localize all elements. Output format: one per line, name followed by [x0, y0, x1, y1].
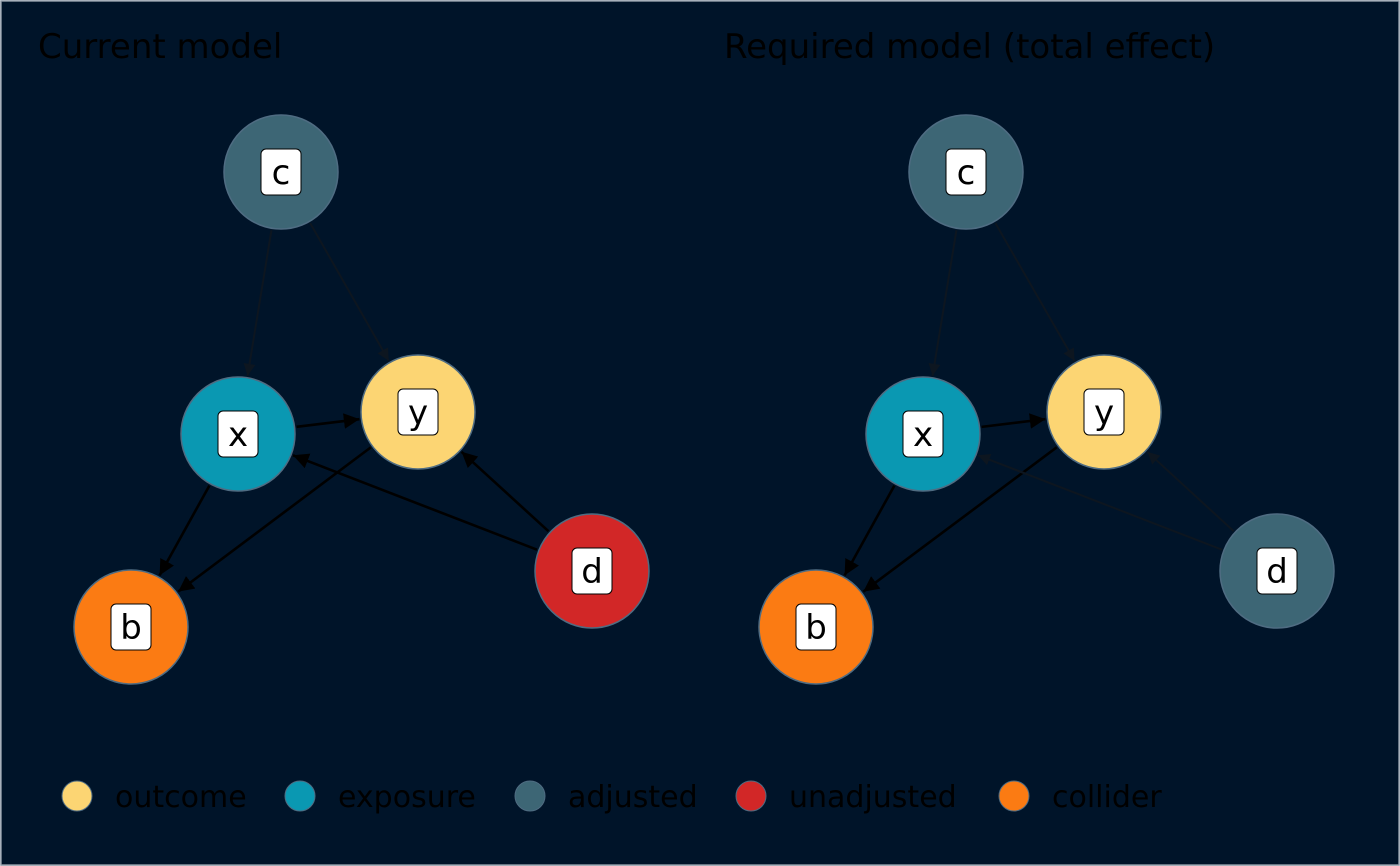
- panel-current-model: Current model c x y d b: [38, 27, 650, 685]
- node-d: d: [534, 513, 650, 629]
- edge-x-to-y: [981, 413, 1046, 429]
- legend-label-exposure: exposure: [338, 780, 476, 815]
- node-label-box-y: [1083, 388, 1125, 436]
- edge-d-to-y: [460, 450, 550, 533]
- node-label-d: d: [581, 552, 603, 592]
- edge-c-to-y: [994, 222, 1076, 362]
- legend-item-adjusted: adjusted: [514, 780, 698, 815]
- legend-item-outcome: outcome: [61, 780, 247, 815]
- node-b: b: [73, 569, 189, 685]
- legend-item-exposure: exposure: [284, 780, 476, 815]
- nodes-current-model: c x y d b: [73, 114, 650, 685]
- legend-swatch-outcome: [61, 780, 93, 812]
- node-label-x: x: [228, 415, 248, 455]
- node-label-y: y: [408, 393, 428, 433]
- node-label-c: c: [957, 153, 976, 193]
- edges-required-model: [843, 222, 1235, 593]
- nodes-required-model: c x y d b: [758, 114, 1335, 685]
- edge-d-to-x: [977, 454, 1223, 551]
- node-label-box-b: [110, 603, 152, 651]
- edge-d-to-x: [292, 453, 538, 551]
- legend-swatch-unadjusted: [735, 780, 767, 812]
- node-label-box-b: [795, 603, 837, 651]
- edge-c-to-y: [309, 222, 390, 362]
- node-label-box-c: [260, 148, 302, 196]
- node-b: b: [758, 569, 874, 685]
- legend-label-adjusted: adjusted: [568, 780, 698, 815]
- edge-d-to-y: [1146, 451, 1235, 532]
- node-label-box-x: [217, 410, 259, 458]
- node-x: x: [865, 376, 981, 492]
- edge-c-to-x: [243, 230, 273, 376]
- legend-item-collider: collider: [998, 780, 1162, 815]
- edge-x-to-y: [296, 413, 360, 429]
- node-label-d: d: [1266, 552, 1288, 592]
- node-label-b: b: [805, 608, 827, 648]
- edges-current-model: [158, 222, 550, 593]
- edge-y-to-b: [177, 446, 372, 593]
- panel-required-model: Required model (total effect) c x y d b: [724, 27, 1335, 685]
- node-label-box-c: [945, 148, 987, 196]
- node-label-box-y: [397, 388, 439, 436]
- legend-label-collider: collider: [1052, 780, 1162, 815]
- node-y: y: [1046, 354, 1162, 470]
- edge-y-to-b: [862, 446, 1058, 593]
- node-y: y: [360, 354, 476, 470]
- legend-swatch-collider: [998, 780, 1030, 812]
- legend-item-unadjusted: unadjusted: [735, 780, 957, 815]
- node-label-y: y: [1094, 393, 1114, 433]
- panel-title-required-model: Required model (total effect): [724, 27, 1215, 67]
- node-c: c: [908, 114, 1024, 230]
- legend: outcome exposure adjusted unadjusted collide…: [61, 780, 1162, 815]
- node-d: d: [1219, 513, 1335, 629]
- legend-label-unadjusted: unadjusted: [789, 780, 957, 815]
- node-label-box-d: [571, 547, 613, 595]
- node-c: c: [223, 114, 339, 230]
- legend-label-outcome: outcome: [115, 780, 247, 815]
- node-label-box-d: [1256, 547, 1298, 595]
- edge-c-to-x: [928, 230, 958, 376]
- edge-x-to-b: [158, 484, 211, 577]
- legend-swatch-adjusted: [514, 780, 546, 812]
- legend-swatch-exposure: [284, 780, 316, 812]
- node-label-box-x: [902, 410, 944, 458]
- node-label-c: c: [272, 153, 291, 193]
- node-label-b: b: [120, 608, 142, 648]
- node-x: x: [180, 376, 296, 492]
- node-label-x: x: [913, 415, 933, 455]
- edge-x-to-b: [843, 484, 896, 577]
- panel-title-current-model: Current model: [38, 27, 282, 67]
